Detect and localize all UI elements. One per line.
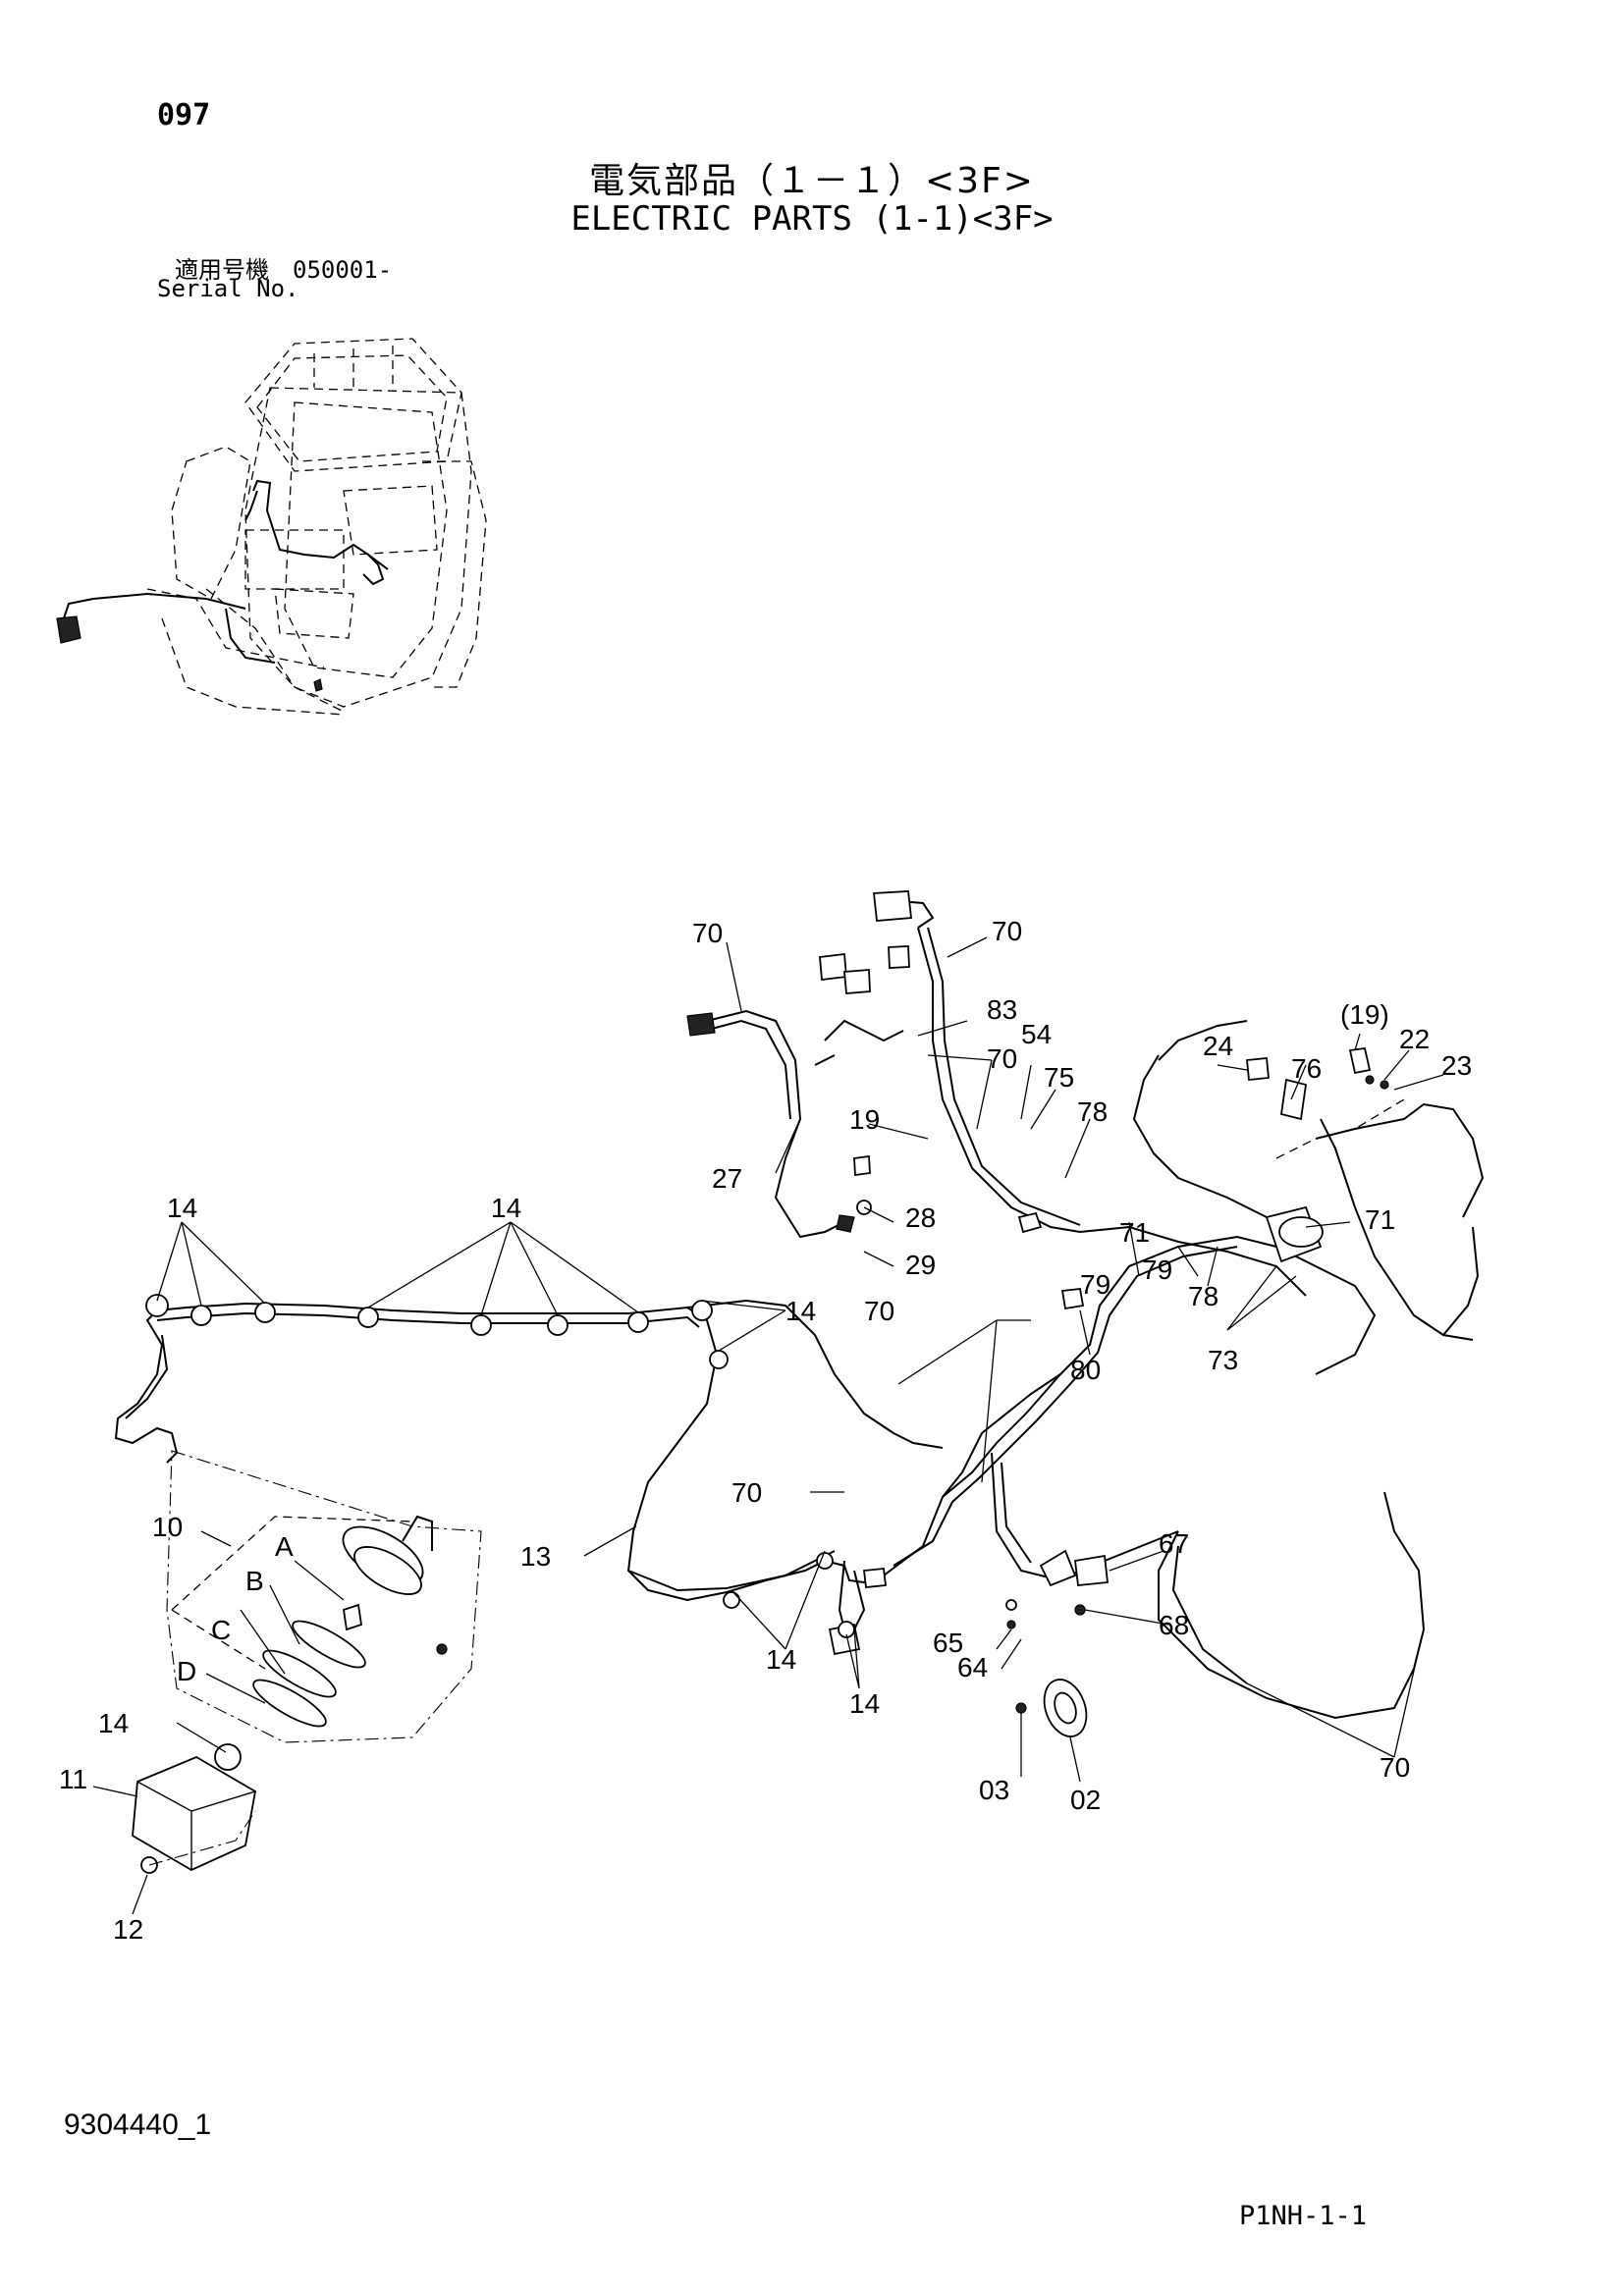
callout-03: 03 <box>979 1775 1009 1805</box>
callout-14: 14 <box>167 1193 197 1223</box>
callout-80: 80 <box>1070 1355 1101 1385</box>
callout-11: 11 <box>59 1764 87 1794</box>
callout-29: 29 <box>905 1250 936 1280</box>
callout-64: 64 <box>957 1652 988 1682</box>
callout-83: 83 <box>987 994 1017 1025</box>
callout-22: 22 <box>1399 1024 1430 1054</box>
callout-19: 19 <box>849 1104 880 1135</box>
harness-wires <box>114 890 1485 1720</box>
callout-54: 54 <box>1021 1019 1052 1049</box>
title-english: ELECTRIC PARTS (1-1)<3F> <box>570 199 1054 239</box>
callout-14: 14 <box>849 1688 880 1719</box>
callout-70: 70 <box>1380 1752 1410 1783</box>
clamp-row <box>145 1294 855 1638</box>
serial-label-japanese: 適用号機 050001- <box>175 256 393 284</box>
callout-27: 27 <box>712 1163 742 1194</box>
callout-79: 79 <box>1080 1269 1110 1300</box>
callout-10: 10 <box>152 1512 183 1542</box>
label-d: D <box>177 1656 196 1686</box>
callout-71: 71 <box>1119 1217 1150 1248</box>
callout-68: 68 <box>1159 1610 1189 1640</box>
callout-12: 12 <box>113 1914 143 1945</box>
callout-02: 02 <box>1070 1785 1101 1815</box>
lamp-assembly <box>132 1450 482 1874</box>
callout-labels: 14 14 14 14 14 14 13 10 11 12 A B C D 70… <box>59 916 1472 1945</box>
serial-label-english: Serial No. <box>157 275 299 302</box>
callout-71: 71 <box>1365 1204 1395 1235</box>
relay-parts <box>853 1046 1405 1310</box>
horn-parts <box>1005 1549 1109 1737</box>
label-b: B <box>245 1566 264 1596</box>
leader-lines <box>92 936 1444 1915</box>
callout-24: 24 <box>1203 1031 1233 1061</box>
callout-14: 14 <box>491 1193 521 1223</box>
callout-28: 28 <box>905 1202 936 1233</box>
callout-70: 70 <box>731 1477 762 1508</box>
callout-14: 14 <box>766 1644 796 1675</box>
title-japanese: 電気部品（１－１）<3F> <box>589 161 1035 201</box>
callout-70: 70 <box>864 1296 894 1326</box>
callout-73: 73 <box>1208 1345 1238 1375</box>
callout-70: 70 <box>992 916 1022 946</box>
cab-locator-illustration <box>56 338 487 716</box>
callout-13: 13 <box>520 1541 551 1572</box>
label-c: C <box>211 1615 231 1645</box>
page-number: 097 <box>157 98 211 133</box>
callout-67: 67 <box>1159 1528 1189 1559</box>
callout-14: 14 <box>98 1708 129 1738</box>
callout-19-ref: (19) <box>1340 999 1389 1030</box>
callout-70: 70 <box>692 918 723 948</box>
callout-75: 75 <box>1044 1062 1074 1093</box>
callout-14: 14 <box>785 1296 816 1326</box>
label-a: A <box>275 1531 294 1562</box>
callout-78: 78 <box>1188 1281 1218 1311</box>
callout-76: 76 <box>1291 1053 1322 1084</box>
callout-23: 23 <box>1441 1050 1472 1081</box>
callout-70: 70 <box>987 1043 1017 1074</box>
callout-78: 78 <box>1077 1096 1108 1127</box>
callout-65: 65 <box>933 1628 963 1658</box>
sheet-code: P1NH-1-1 <box>1239 2201 1368 2231</box>
callout-79: 79 <box>1142 1255 1172 1285</box>
document-id: 9304440_1 <box>64 2109 212 2141</box>
